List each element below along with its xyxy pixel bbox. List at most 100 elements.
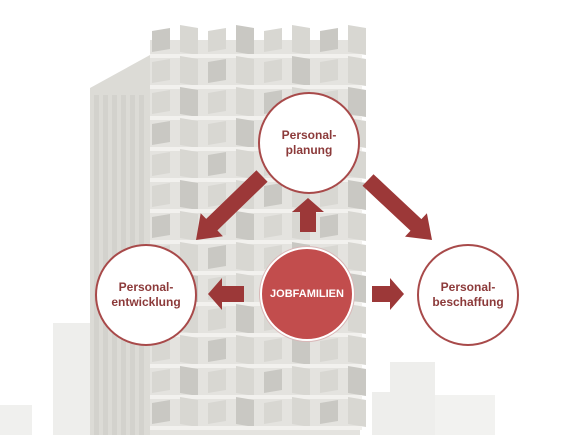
facade-panel — [180, 180, 198, 210]
facade-panel — [236, 25, 254, 55]
facade-panel — [348, 180, 366, 210]
facade-panel — [208, 245, 226, 269]
facade-panel — [180, 25, 198, 55]
facade-panel — [320, 338, 338, 362]
node-personalbeschaffung-label: Personal- beschaffung — [432, 280, 504, 309]
floor-line — [150, 333, 362, 337]
tower-side-stripe — [94, 95, 99, 435]
facade-panel — [264, 369, 282, 393]
facade-panel — [208, 121, 226, 145]
floor-line — [150, 395, 362, 399]
node-personalbeschaffung: Personal- beschaffung — [417, 244, 519, 346]
facade-panel — [264, 183, 282, 207]
facade-panel — [208, 369, 226, 393]
facade-panel — [152, 183, 170, 207]
facade-panel — [320, 369, 338, 393]
facade-panel — [152, 28, 170, 52]
facade-panel — [236, 118, 254, 148]
floor-line — [150, 116, 362, 120]
facade-panel — [348, 335, 366, 365]
facade-panel — [264, 214, 282, 238]
facade-panel — [152, 152, 170, 176]
facade-panel — [348, 56, 366, 86]
arrows — [196, 170, 432, 310]
facade-panel — [320, 400, 338, 424]
facade-panel — [348, 242, 366, 272]
facade-panel — [292, 397, 310, 427]
facade-panel — [320, 214, 338, 238]
facade-panel — [152, 214, 170, 238]
facade-panel — [208, 90, 226, 114]
skyline-block — [435, 395, 495, 435]
facade-panel — [236, 397, 254, 427]
node-personalplanung: Personal- planung — [258, 92, 360, 194]
floor-line — [150, 364, 362, 368]
facade-panel — [180, 149, 198, 179]
facade-panel — [180, 397, 198, 427]
facade-panel — [236, 211, 254, 241]
floor-line — [150, 54, 362, 58]
floor-line — [150, 302, 362, 306]
facade-panel — [208, 400, 226, 424]
node-personalplanung-label: Personal- planung — [281, 128, 337, 157]
facade-panel — [348, 304, 366, 334]
facade-panel — [292, 56, 310, 86]
arrow — [292, 198, 324, 232]
facade-panel — [208, 338, 226, 362]
floor-line — [150, 426, 362, 430]
node-jobfamilien-label: JOBFAMILIEN — [270, 288, 344, 300]
facade-panel — [208, 307, 226, 331]
facade-panel — [320, 28, 338, 52]
arrow — [362, 174, 432, 240]
facade-panel — [152, 400, 170, 424]
facade-panel — [236, 304, 254, 334]
facade-panel — [236, 149, 254, 179]
facade-panel — [292, 366, 310, 396]
facade-panel — [348, 87, 366, 117]
facade-panel — [236, 56, 254, 86]
facade-panel — [180, 118, 198, 148]
facade-panel — [320, 59, 338, 83]
skyline-block — [372, 392, 402, 435]
facade-panel — [348, 397, 366, 427]
skyline-silhouette — [0, 323, 495, 435]
node-personalentwicklung-label: Personal- entwicklung — [111, 280, 181, 309]
floor-line — [150, 85, 362, 89]
facade-panel — [152, 121, 170, 145]
facade-panel — [348, 211, 366, 241]
facade-panel — [264, 28, 282, 52]
facade-panel — [152, 369, 170, 393]
skyline-block — [53, 323, 91, 435]
facade-panel — [208, 183, 226, 207]
node-jobfamilien: JOBFAMILIEN — [260, 247, 354, 341]
facade-panel — [264, 400, 282, 424]
facade-panel — [292, 335, 310, 365]
facade-panel — [208, 152, 226, 176]
facade-panel — [236, 366, 254, 396]
facade-panel — [264, 59, 282, 83]
facade-panel — [180, 87, 198, 117]
facade-panel — [152, 59, 170, 83]
building-facade — [90, 25, 366, 435]
arrow — [196, 170, 268, 240]
facade-panel — [292, 25, 310, 55]
facade-panel — [236, 335, 254, 365]
arrow — [208, 278, 244, 310]
node-personalentwicklung: Personal- entwicklung — [95, 244, 197, 346]
facade-panel — [180, 211, 198, 241]
arrow — [372, 278, 404, 310]
facade-panel — [180, 335, 198, 365]
facade-panel — [152, 90, 170, 114]
facade-panel — [180, 366, 198, 396]
floor-line — [150, 209, 362, 213]
facade-panel — [264, 338, 282, 362]
facade-panel — [348, 366, 366, 396]
facade-panel — [236, 87, 254, 117]
facade-panel — [208, 28, 226, 52]
floor-line — [150, 240, 362, 244]
skyline-block — [0, 405, 32, 435]
floor-line — [150, 147, 362, 151]
facade-panel — [236, 242, 254, 272]
facade-panel — [348, 25, 366, 55]
